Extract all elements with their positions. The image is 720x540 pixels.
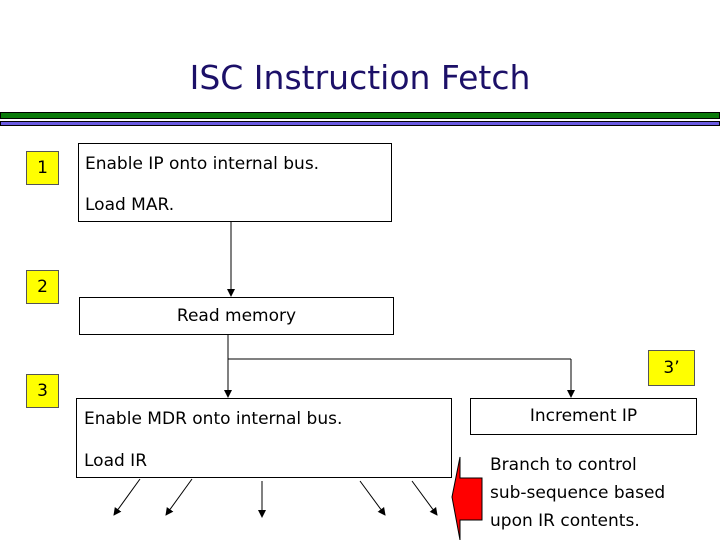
enable-ip-box: Enable IP onto internal bus. Load MAR. (78, 143, 392, 222)
branch-note-line-2: sub-sequence based (490, 483, 666, 503)
load-mar-line: Load MAR. (85, 195, 175, 215)
read-memory-label: Read memory (176, 306, 297, 326)
enable-ip-line: Enable IP onto internal bus. (85, 154, 320, 174)
left-arrow-icon (451, 456, 483, 540)
step-label-3-prime: 3’ (648, 350, 695, 386)
enable-mdr-line: Enable MDR onto internal bus. (84, 409, 343, 429)
increment-ip-box: Increment IP (470, 398, 697, 435)
read-memory-box: Read memory (79, 297, 394, 335)
dispatch-arrow-5 (411, 480, 438, 516)
dispatch-arrow-4 (359, 480, 386, 516)
increment-ip-label: Increment IP (529, 405, 638, 426)
branch-note: Branch to control sub-sequence based upo… (490, 451, 665, 535)
dispatch-arrow-1 (113, 478, 141, 516)
slide-title: ISC Instruction Fetch (189, 58, 531, 97)
load-ir-line: Load IR (84, 451, 148, 471)
enable-mdr-box: Enable MDR onto internal bus. Load IR (76, 398, 452, 478)
step-label-3: 3 (26, 374, 59, 408)
dispatch-arrow-2 (165, 478, 193, 516)
step-label-2: 2 (26, 270, 59, 304)
branch-note-line-3: upon IR contents. (490, 511, 640, 531)
branch-note-line-1: Branch to control (490, 455, 637, 475)
step-label-1: 1 (26, 151, 59, 185)
